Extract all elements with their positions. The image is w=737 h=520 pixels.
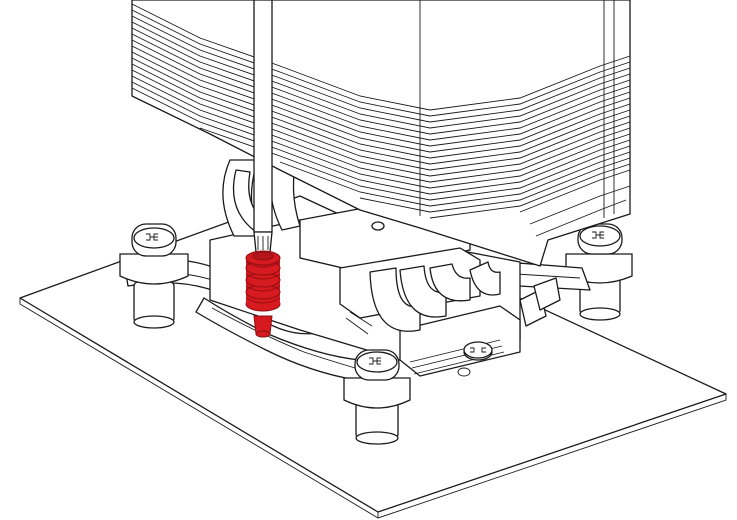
mounting-standoff [464,342,492,358]
screwdriver [254,0,272,252]
